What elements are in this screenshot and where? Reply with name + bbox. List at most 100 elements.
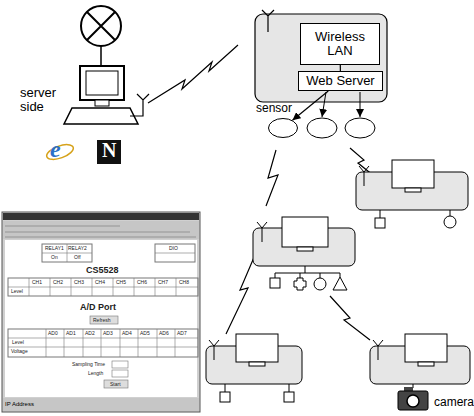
connector-line [292,91,328,120]
annotation-label: e [50,137,61,162]
node-monitor [405,334,447,362]
screenshot-text: CH7 [158,280,168,285]
screenshot-text: Start [110,382,121,387]
network-globe [81,6,121,46]
monitor-stand [249,362,265,366]
annotation-label: N [102,140,116,161]
screenshot-text: AD1 [66,331,76,336]
node-monitor [392,160,434,188]
screenshot-text: CH5 [116,280,126,285]
screenshot-text: AD7 [177,331,187,336]
browser-window [2,212,200,412]
relay-table [42,244,92,262]
table-grid [155,253,195,254]
screenshot-text: AD0 [48,331,58,336]
monitor-stand [418,362,434,366]
browser-toolbar [3,221,199,239]
screenshot-text: Sampling Time [72,362,105,367]
screenshot-text: Level [11,289,23,294]
globe-cross [87,12,115,40]
peripheral-square [220,392,230,402]
toolbar-lines [5,226,196,237]
browser-content [5,240,197,397]
node-monitor [282,217,328,247]
dio-table [155,244,195,262]
node-monitor [236,334,278,362]
server-monitor [80,66,124,100]
peripheral-square [270,278,280,288]
peripheral-wire [225,384,289,392]
server-screen [86,71,118,95]
screenshot-text: Length [88,371,103,376]
screenshot-text: Voltage [11,349,28,354]
wireless-link [148,45,238,103]
table-grid [8,278,198,296]
peripheral-cross [294,278,306,290]
peripheral-circle [314,278,326,290]
node-text: Wireless LAN [301,30,379,57]
screenshot-text: A/D Port [80,303,116,312]
screenshot-text: AD4 [122,331,132,336]
camera-body [398,391,428,410]
peripheral-wire [380,210,450,218]
antenna-symbol [209,340,219,360]
screenshot-text: AD5 [140,331,150,336]
sensor-ellipse [307,118,337,138]
antenna-symbol [130,94,149,116]
ad-table [8,329,198,357]
refresh-button [90,316,118,324]
table-grid [8,329,198,357]
monitor-stand [405,188,421,192]
monitor-stand [297,247,313,251]
sensor-arrow [360,92,361,117]
screenshot-text: Level [12,340,24,345]
camera-lens [407,395,419,407]
peripheral-wire [275,266,340,278]
screenshot-text: CH8 [179,280,189,285]
screenshot-text: On [51,255,58,260]
web-server-box: Web Server [298,71,383,91]
screenshot-text: CH1 [32,280,42,285]
antenna-symbol [257,222,267,242]
ellipse-outline [268,118,298,138]
screenshot-text: Off [74,255,81,260]
screenshot-text: IP Address [5,401,34,407]
cs-table [8,278,198,296]
screenshot-text: RELAY2 [68,246,87,251]
screenshot-text: AD6 [159,331,169,336]
screenshot-text: CH3 [74,280,84,285]
input-box [112,361,128,368]
screenshot-text: DIO [169,246,178,251]
peripheral-circle [444,216,456,228]
sensor-ellipse [345,118,375,138]
antenna-symbol [359,166,369,186]
screenshot-text: Refresh [93,318,111,323]
ellipse-shape [269,119,298,138]
input-box [112,370,128,377]
monitor-stand [95,100,109,106]
browser-statusbar [3,398,199,411]
start-button [104,380,128,388]
server-unit [255,14,387,102]
screenshot-text: CH2 [53,280,63,285]
wireless-link [266,150,278,206]
screenshot-text: AD2 [85,331,95,336]
screenshot-text: CH4 [95,280,105,285]
node-text: sensor [256,101,292,115]
peripheral-square [375,218,385,228]
peripheral-square [284,392,294,402]
screenshot-text: CH6 [137,280,147,285]
sensor-ellipse: sensor [268,118,298,138]
table-grid [42,244,92,262]
screenshot-text: CS5528 [86,266,119,275]
node-text: Web Server [306,74,374,88]
network-wire [100,46,102,66]
antenna-symbol [262,10,274,32]
wireless-lan-box: Wireless LAN [300,23,380,65]
screenshot-text: RELAY1 [45,246,64,251]
antenna-symbol [373,340,383,360]
annotation-label: server side [20,86,68,113]
netscape-logo [97,140,121,164]
